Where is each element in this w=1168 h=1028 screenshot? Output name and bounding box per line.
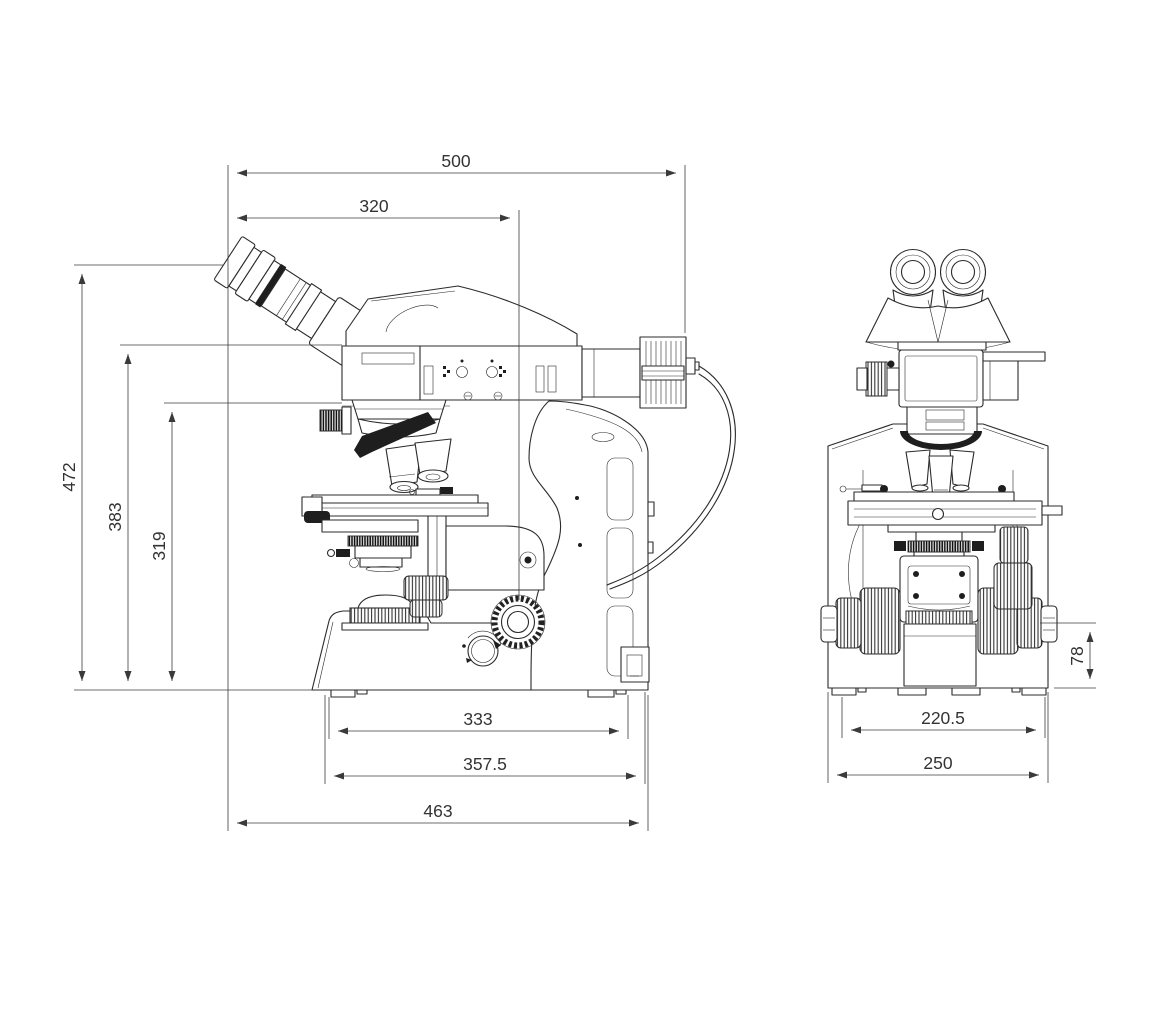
dim-357-5: 357.5 [324, 692, 646, 784]
dim-333: 333 [328, 695, 629, 739]
illuminator-knob [865, 361, 888, 397]
arm [528, 400, 655, 691]
dim-383-label: 383 [105, 502, 125, 531]
aperture-lever [336, 549, 350, 557]
dim-500: 500 [237, 151, 676, 177]
dim-320-label: 320 [359, 196, 388, 216]
dim-463-label: 463 [423, 801, 452, 821]
lamp-house [581, 336, 700, 409]
dim-220-5: 220.5 [841, 697, 1046, 738]
dim-472-label: 472 [59, 462, 79, 491]
stage-extension [1041, 505, 1063, 516]
objective-left [905, 449, 931, 489]
front-base [831, 623, 1047, 696]
arm-panel [606, 457, 634, 521]
intensity-indicator-icons [443, 359, 506, 378]
illuminator-deck [341, 345, 583, 408]
camera-port [982, 360, 1019, 401]
arm-panel [606, 605, 634, 677]
dim-78-label: 78 [1067, 646, 1087, 665]
dim-78: 78 [1040, 622, 1096, 689]
eyepiece-left [889, 248, 937, 296]
eyepiece-right [939, 248, 987, 296]
dim-220-5-label: 220.5 [921, 708, 965, 728]
brightness-knob [462, 630, 502, 667]
cooling-fins [645, 341, 682, 404]
power-cable [606, 365, 736, 590]
deck-screw [493, 391, 503, 401]
objective-center [385, 443, 422, 487]
dim-357-5-label: 357.5 [463, 754, 507, 774]
dim-463: 463 [237, 695, 649, 831]
stage-xy-knob [403, 575, 449, 601]
front-view-microscope [820, 248, 1063, 696]
dimension-annotations: 500 320 472 383 319 333 357.5 [59, 151, 1096, 831]
head-assembly [856, 297, 1046, 435]
focus-knob-left [820, 587, 901, 655]
objective-rear [354, 412, 436, 458]
dim-320: 320 [237, 196, 510, 222]
arm-panel [606, 527, 634, 599]
carrier-bracket [445, 525, 545, 591]
focus-block [899, 555, 979, 625]
stage [301, 487, 489, 523]
side-view-microscope [214, 236, 736, 698]
vertical-illuminator [898, 349, 984, 408]
dim-319-label: 319 [149, 531, 169, 560]
dim-383: 383 [105, 354, 132, 681]
field-lens [341, 594, 429, 631]
condenser [321, 515, 545, 618]
dim-250-label: 250 [923, 753, 952, 773]
slide-clip [440, 487, 453, 494]
deck-screw [463, 391, 473, 401]
front-stage [839, 484, 1063, 533]
filter-holder [359, 557, 403, 568]
dim-500-label: 500 [441, 151, 470, 171]
nosepiece-knob [319, 409, 343, 432]
objective-front [414, 438, 452, 476]
stage-knob-stack [993, 526, 1033, 610]
focus-knob [490, 594, 546, 650]
binocular-head [345, 285, 578, 347]
dim-472: 472 [59, 274, 86, 681]
feet [330, 689, 627, 698]
dim-333-label: 333 [463, 709, 492, 729]
power-socket [620, 646, 650, 683]
cable-connector [685, 357, 696, 375]
stage-xy-knob [409, 599, 443, 618]
dim-319: 319 [149, 412, 176, 681]
dim-250: 250 [827, 692, 1049, 783]
